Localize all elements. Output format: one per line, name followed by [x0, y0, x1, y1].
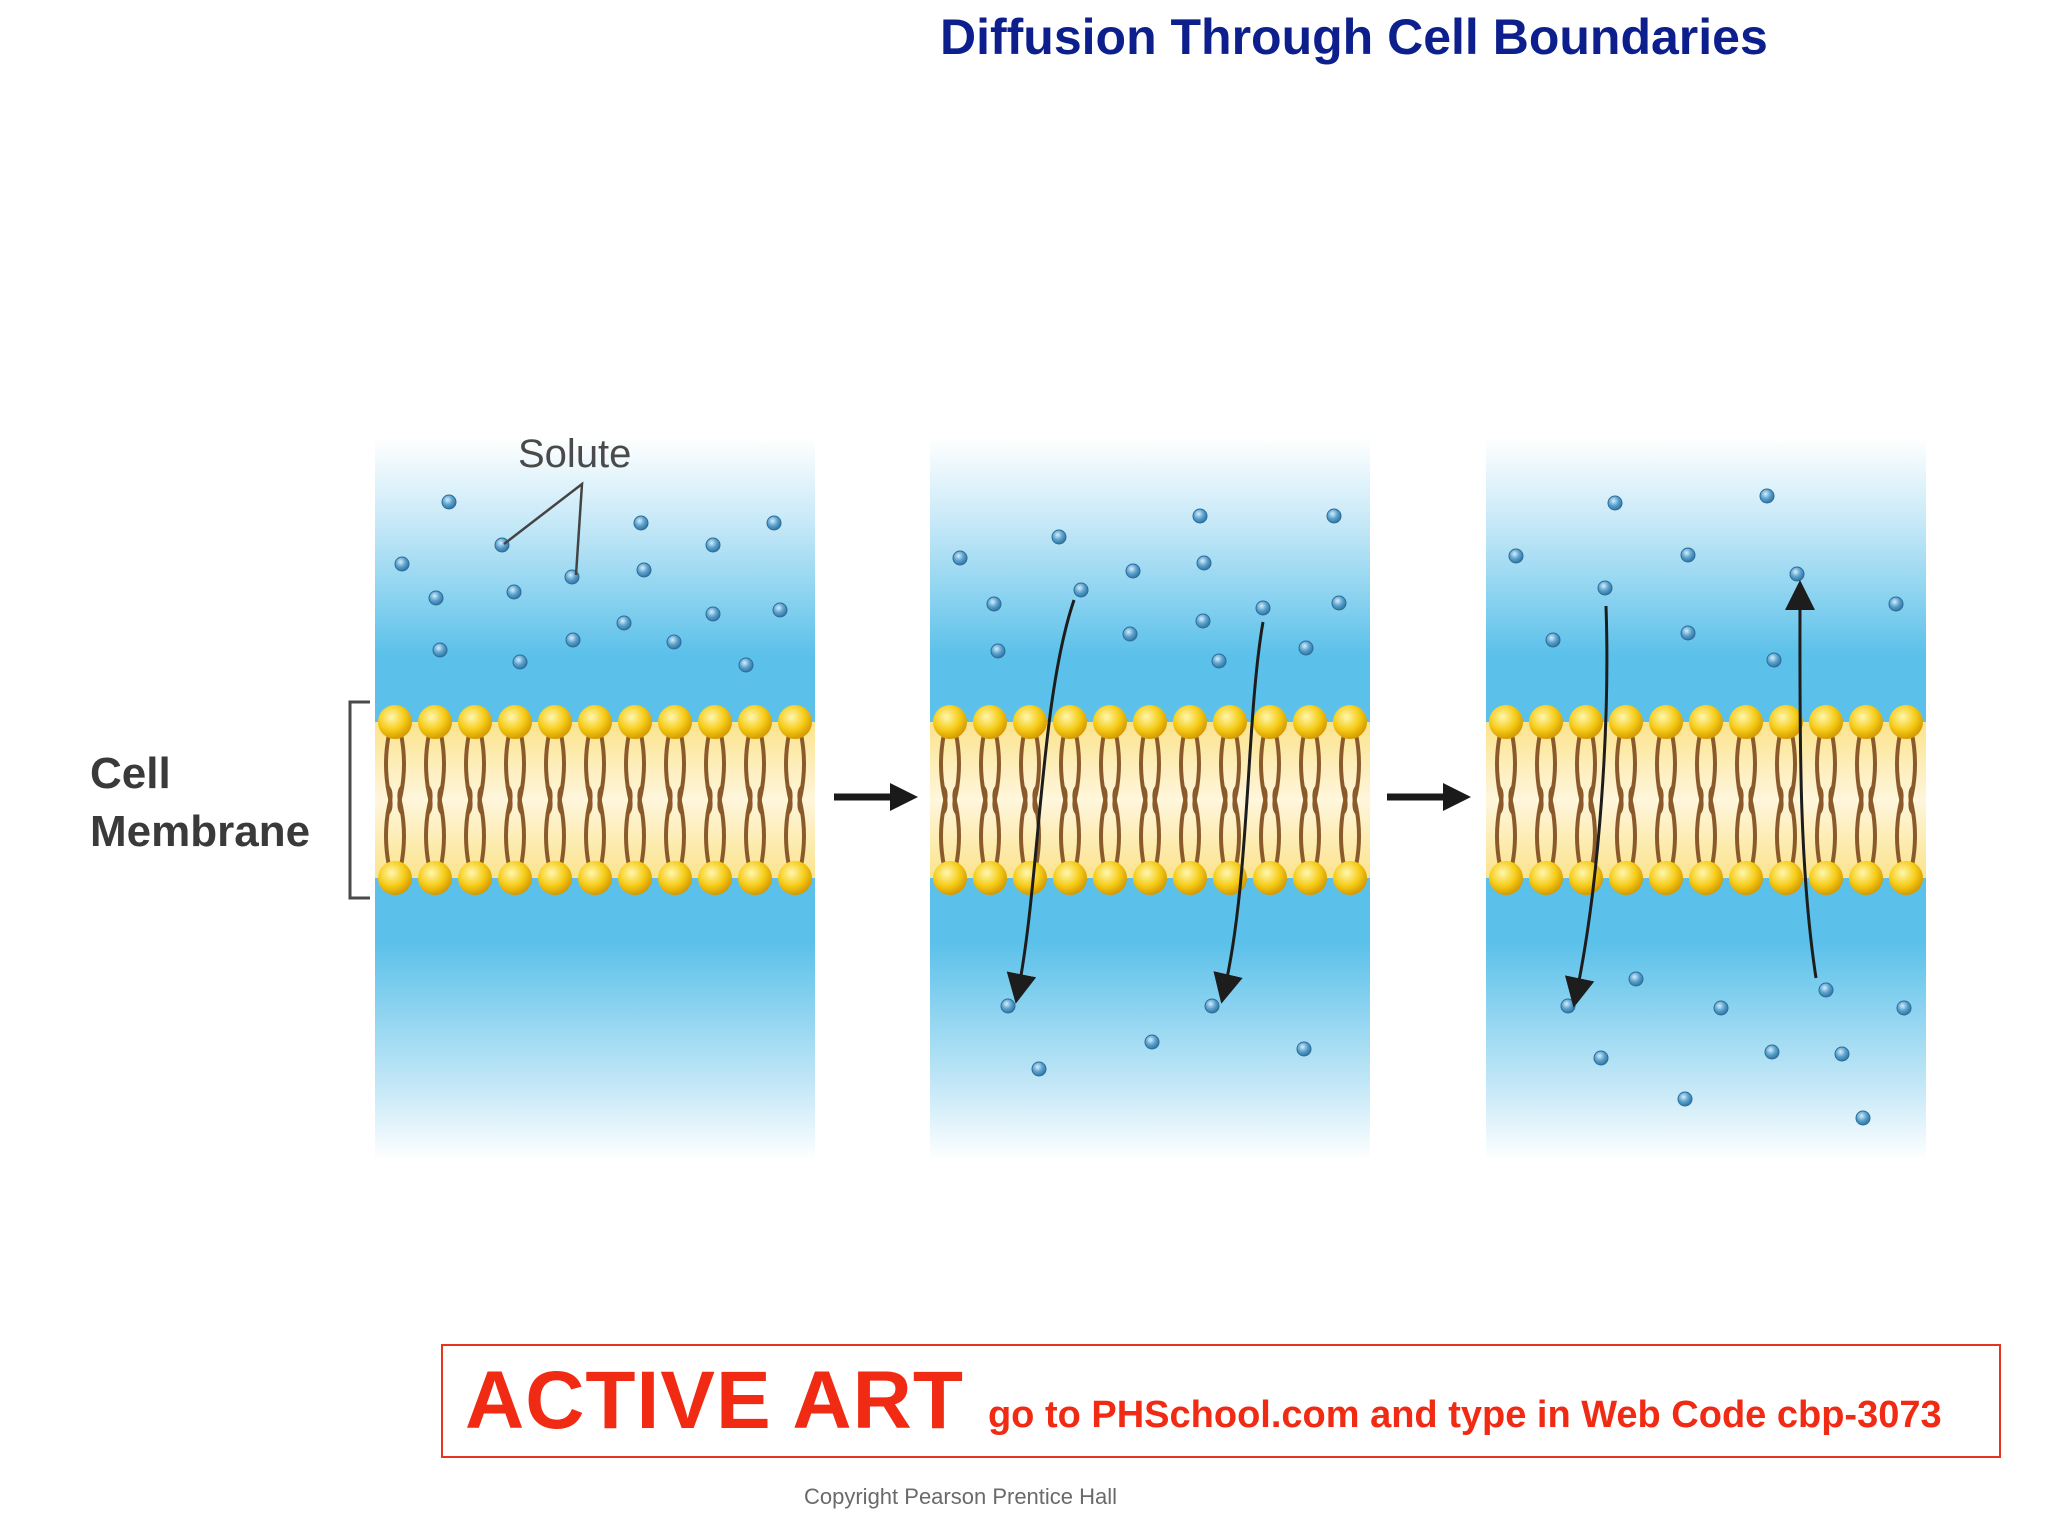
solute-particle [1855, 1110, 1871, 1126]
solute-particle [636, 562, 652, 578]
diffusion-path-arrow [1784, 580, 1818, 979]
solute-particle [1000, 998, 1016, 1014]
process-arrow-1 [834, 783, 918, 811]
solute-particle [394, 556, 410, 572]
solute-particle [1255, 600, 1271, 616]
solute-particle [1766, 652, 1782, 668]
solute-particle [1593, 1050, 1609, 1066]
lipid-bilayer-1 [375, 705, 815, 895]
solute-particle [1834, 1046, 1850, 1062]
solute-particle [990, 643, 1006, 659]
solute-particle [1192, 508, 1208, 524]
solute-particle [1628, 971, 1644, 987]
solute-particle [1122, 626, 1138, 642]
solute-particle [1331, 595, 1347, 611]
process-arrow-2 [1387, 783, 1471, 811]
membrane-bracket [348, 700, 370, 900]
lipid-bilayer-3 [1486, 705, 1926, 895]
solute-particle [1560, 998, 1576, 1014]
solute-pointer-lines [503, 481, 584, 576]
diffusion-path-arrow [1564, 605, 1609, 1008]
active-art-title: ACTIVE ART [465, 1355, 964, 1446]
solute-particle [1545, 632, 1561, 648]
solute-particle [1211, 653, 1227, 669]
solute-particle [494, 537, 510, 553]
active-art-instructions: go to PHSchool.com and type in Web Code … [987, 1393, 1942, 1436]
diffusion-path-arrow [1213, 621, 1265, 1004]
active-art-banner[interactable]: ACTIVE ART go to PHSchool.com and type i… [441, 1344, 2001, 1458]
solute-particle [616, 615, 632, 631]
solute-particle [772, 602, 788, 618]
solute-particle [1051, 529, 1067, 545]
solute-particle [738, 657, 754, 673]
lipid-bilayer-2 [930, 705, 1370, 895]
solute-particle [1073, 582, 1089, 598]
solute-particle [1296, 1041, 1312, 1057]
solute-particle [1298, 640, 1314, 656]
solute-particle [1144, 1034, 1160, 1050]
solute-particle [565, 632, 581, 648]
solute-particle [1031, 1061, 1047, 1077]
solute-particle [1204, 998, 1220, 1014]
solute-particle [705, 537, 721, 553]
solute-particle [1888, 596, 1904, 612]
solute-particle [986, 596, 1002, 612]
copyright-notice: Copyright Pearson Prentice Hall [804, 1484, 1118, 1509]
solute-particle [1818, 982, 1834, 998]
cell-membrane-label: Cell Membrane [90, 745, 310, 861]
solute-particle [1759, 488, 1775, 504]
solute-particle [1196, 555, 1212, 571]
solute-particle [432, 642, 448, 658]
solute-particle [766, 515, 782, 531]
solute-particle [1789, 566, 1805, 582]
solute-particle [1764, 1044, 1780, 1060]
solute-particle [666, 634, 682, 650]
diffusion-path-arrow [1006, 599, 1076, 1004]
solute-particle [1125, 563, 1141, 579]
cell-label-line: Cell [90, 749, 171, 798]
solute-particle [441, 494, 457, 510]
solute-particle [1607, 495, 1623, 511]
solute-particle [1326, 508, 1342, 524]
solute-particle [1597, 580, 1613, 596]
solute-label: Solute [518, 432, 632, 476]
solute-particle [1680, 625, 1696, 641]
solute-particle [1508, 548, 1524, 564]
solute-particle [1896, 1000, 1912, 1016]
solute-particle [1713, 1000, 1729, 1016]
solute-particle [633, 515, 649, 531]
solute-particle [506, 584, 522, 600]
diagram-title: Diffusion Through Cell Boundaries [940, 9, 1768, 65]
solute-particle [512, 654, 528, 670]
solute-particle [1680, 547, 1696, 563]
membrane-label-line: Membrane [90, 807, 311, 856]
solute-particle [705, 606, 721, 622]
solute-particle [1677, 1091, 1693, 1107]
solute-particle [1195, 613, 1211, 629]
solute-particle [952, 550, 968, 566]
solute-particle [428, 590, 444, 606]
